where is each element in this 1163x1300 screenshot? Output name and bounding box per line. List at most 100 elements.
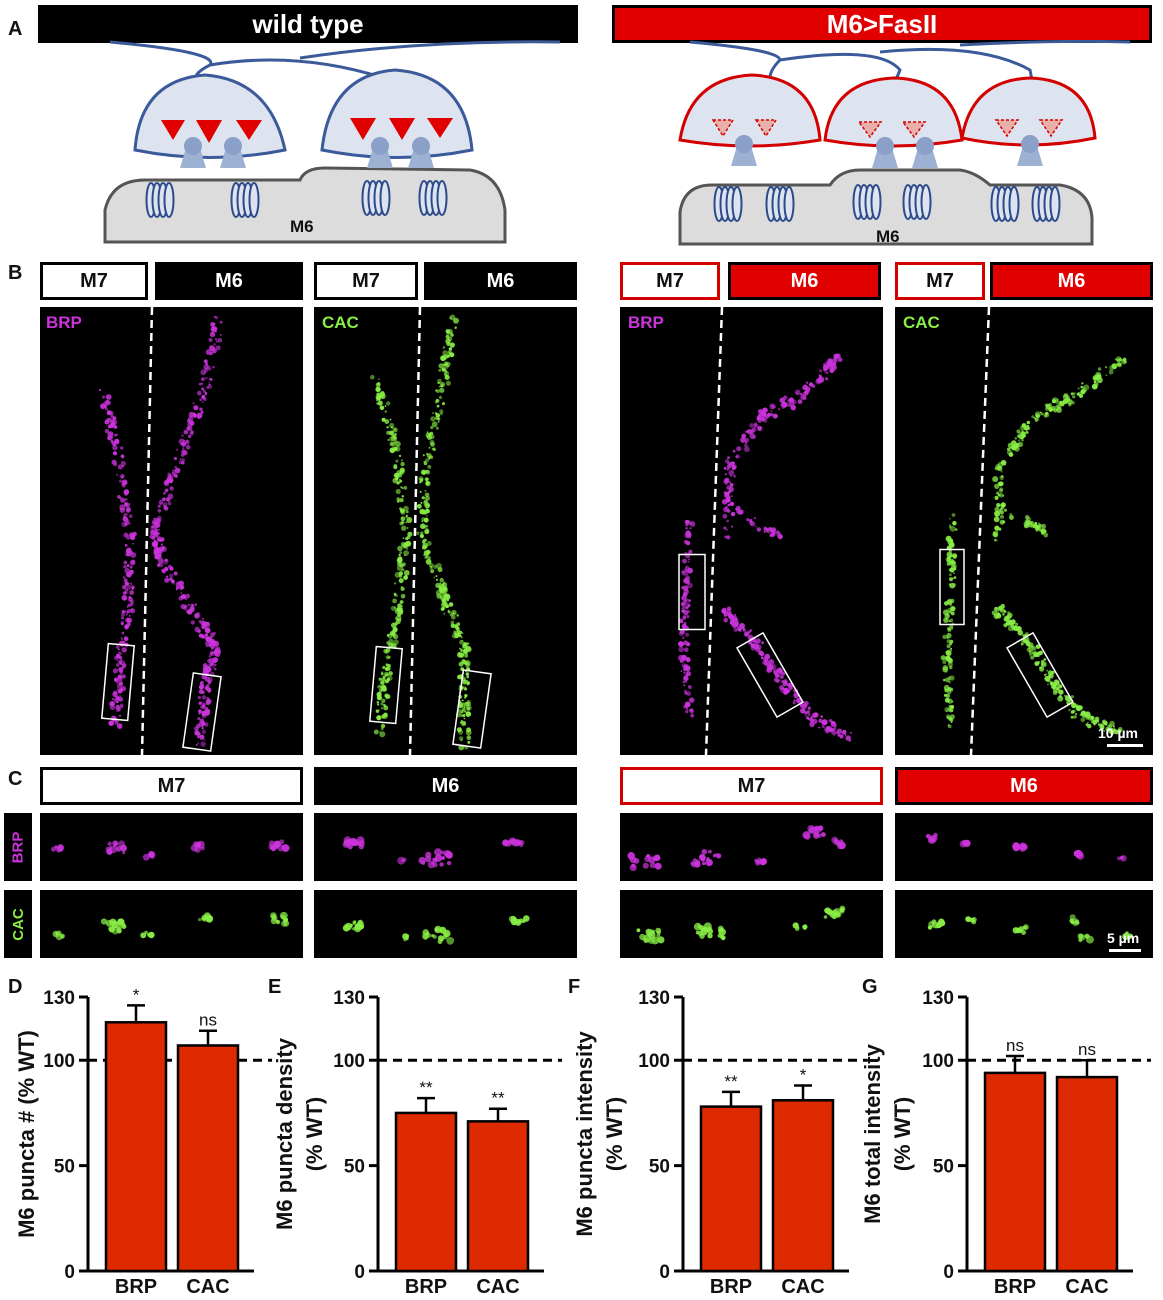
bar-cac	[771, 1099, 835, 1273]
mut-bouton-3	[960, 76, 1097, 166]
b-tag-mut-brp-m7: M7	[620, 262, 720, 300]
c-row-label-brp: BRP	[4, 813, 32, 881]
y-tick-label: 0	[659, 1262, 670, 1283]
y-tick-label: 130	[333, 988, 365, 1009]
panel-label-e: E	[268, 976, 282, 998]
c-strip-wt-m7-cac	[40, 890, 303, 958]
significance-label: **	[491, 1089, 505, 1108]
wt-bouton-1	[133, 73, 287, 168]
bar-brp	[983, 1071, 1047, 1273]
b-image-wt-brp: BRP	[40, 307, 303, 755]
significance-label: *	[133, 985, 140, 1004]
y-tick-label: 0	[64, 1262, 75, 1283]
mutant-title: M6>FasII	[612, 5, 1152, 43]
b-tag-mut-cac-m6: M6	[990, 262, 1153, 300]
bar-brp	[699, 1105, 763, 1273]
c-scale-bar	[1109, 949, 1141, 952]
bar-cac	[466, 1120, 530, 1273]
significance-label: *	[800, 1066, 807, 1085]
bar-brp	[104, 1021, 168, 1273]
panel-label-f: F	[568, 976, 581, 998]
y-axis-label: (% WT)	[602, 1097, 627, 1172]
y-axis-label: M6 puncta intensity	[572, 1031, 597, 1237]
mut-muscle-label: M6	[876, 227, 900, 246]
b-image-wt-cac: CAC	[314, 307, 577, 755]
b-scale-label: 10 µm	[1098, 725, 1138, 741]
wt-bouton-2	[320, 68, 474, 168]
b-channel-brp-mut: BRP	[628, 313, 664, 332]
x-tick-label: BRP	[405, 1276, 447, 1297]
significance-label: **	[419, 1078, 433, 1097]
c-strip-wt-m6-cac	[314, 890, 577, 958]
bar-cac	[1055, 1075, 1119, 1273]
b-channel-cac-mut: CAC	[903, 313, 940, 332]
b-channel-cac-wt: CAC	[322, 313, 359, 332]
y-tick-label: 50	[649, 1157, 670, 1178]
b-tag-wt-brp-m7: M7	[40, 262, 148, 300]
y-tick-label: 100	[333, 1051, 365, 1072]
c-strip-wt-m7-brp	[40, 813, 303, 881]
b-image-mut-brp: BRP	[620, 307, 883, 755]
y-tick-label: 100	[922, 1051, 954, 1072]
b-tag-wt-cac-m7: M7	[314, 262, 418, 300]
schematic-svg: M6 M6	[103, 40, 1131, 246]
c-strip-mut-m7-cac	[620, 890, 883, 958]
c-row-label-cac: CAC	[4, 890, 32, 958]
panel-label-b: B	[8, 262, 23, 284]
significance-label: **	[724, 1072, 738, 1091]
y-axis-label: M6 puncta # (% WT)	[14, 1030, 39, 1238]
significance-label: ns	[199, 1011, 217, 1030]
wt-muscle: M6	[103, 166, 507, 244]
b-channel-brp-wt: BRP	[46, 313, 82, 332]
x-tick-label: CAC	[781, 1276, 824, 1297]
c-tag-wt-m6: M6	[314, 767, 577, 805]
x-tick-label: CAC	[476, 1276, 519, 1297]
b-tag-mut-brp-m6: M6	[728, 262, 881, 300]
panel-label-g: G	[862, 976, 878, 998]
y-tick-label: 130	[43, 988, 75, 1009]
y-tick-label: 130	[638, 988, 670, 1009]
c-tag-mut-m6: M6	[895, 767, 1153, 805]
y-axis-label: M6 puncta density	[272, 1037, 297, 1230]
bar-brp	[394, 1111, 458, 1273]
b-image-mut-cac: CAC 10 µm	[895, 307, 1153, 755]
b-tag-wt-cac-m6: M6	[424, 262, 577, 300]
bar-cac	[176, 1044, 240, 1273]
mut-bouton-1	[678, 73, 822, 166]
y-axis-label: (% WT)	[302, 1097, 327, 1172]
c-strip-mut-m7-brp	[620, 813, 883, 881]
significance-label: ns	[1006, 1036, 1024, 1055]
panel-label-a: A	[8, 18, 23, 40]
c-tag-wt-m7: M7	[40, 767, 303, 805]
x-tick-label: BRP	[115, 1276, 157, 1297]
c-strip-mut-m6-cac: 5 µm	[895, 890, 1153, 958]
y-axis-label: (% WT)	[890, 1097, 915, 1172]
y-tick-label: 130	[922, 988, 954, 1009]
x-tick-label: CAC	[186, 1276, 229, 1297]
x-tick-label: CAC	[1065, 1276, 1108, 1297]
y-axis-label: M6 total intensity	[862, 1043, 885, 1223]
significance-label: ns	[1078, 1040, 1096, 1059]
wt-muscle-label: M6	[290, 217, 314, 236]
b-tag-mut-cac-m7: M7	[895, 262, 985, 300]
c-strip-mut-m6-brp	[895, 813, 1153, 881]
b-scale-bar	[1107, 744, 1143, 747]
y-tick-label: 50	[933, 1157, 954, 1178]
y-tick-label: 100	[638, 1051, 670, 1072]
c-strip-wt-m6-brp	[314, 813, 577, 881]
panel-label-d: D	[8, 976, 23, 998]
b-tag-wt-brp-m6: M6	[155, 262, 303, 300]
panel-label-c: C	[8, 768, 23, 790]
wild-type-title: wild type	[38, 5, 578, 43]
y-tick-label: 50	[344, 1157, 365, 1178]
c-scale-label: 5 µm	[1107, 930, 1140, 946]
mut-bouton-2	[823, 76, 964, 168]
x-tick-label: BRP	[994, 1276, 1036, 1297]
y-tick-label: 50	[54, 1157, 75, 1178]
chart-e: 0 50 100 130 ** BRP ** CAC M6 puncta density(% W…	[272, 988, 562, 1297]
y-tick-label: 0	[354, 1262, 365, 1283]
y-tick-label: 0	[943, 1262, 954, 1283]
